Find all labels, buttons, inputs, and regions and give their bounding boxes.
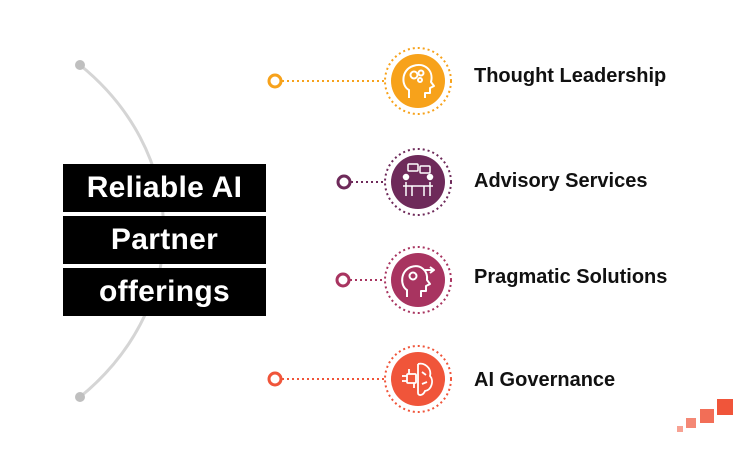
item-pragmatic-solutions xyxy=(335,246,452,314)
title-line-1: Reliable AI xyxy=(63,164,266,212)
label-thought-leadership: Thought Leadership xyxy=(474,65,667,87)
label-pragmatic-solutions: Pragmatic Solutions xyxy=(474,266,668,288)
icon-ring xyxy=(384,47,452,115)
meeting-table-icon xyxy=(402,163,434,196)
connector-node xyxy=(267,371,283,387)
connector-node xyxy=(336,174,352,190)
head-arrow-icon xyxy=(401,265,435,297)
icon-ring xyxy=(384,148,452,216)
icon-disc xyxy=(391,253,445,307)
icon-ring xyxy=(384,345,452,413)
arc-end-dot-top xyxy=(75,60,85,70)
icon-disc xyxy=(391,155,445,209)
brain-chip-icon xyxy=(402,362,433,396)
item-advisory-services xyxy=(336,148,452,216)
label-ai-governance: AI Governance xyxy=(474,369,616,391)
title-line-3: offerings xyxy=(63,268,266,316)
item-thought-leadership xyxy=(267,47,452,115)
connector-node xyxy=(335,272,351,288)
title-block: Reliable AI Partner offerings xyxy=(63,164,266,316)
pixel-blocks-logo xyxy=(677,399,733,432)
label-advisory-services: Advisory Services xyxy=(474,170,648,192)
head-gears-icon xyxy=(402,64,435,98)
arc-end-dot-bottom xyxy=(75,392,85,402)
title-line-2: Partner xyxy=(63,216,266,264)
item-ai-governance xyxy=(267,345,452,413)
icon-ring xyxy=(384,246,452,314)
connector-node xyxy=(267,73,283,89)
